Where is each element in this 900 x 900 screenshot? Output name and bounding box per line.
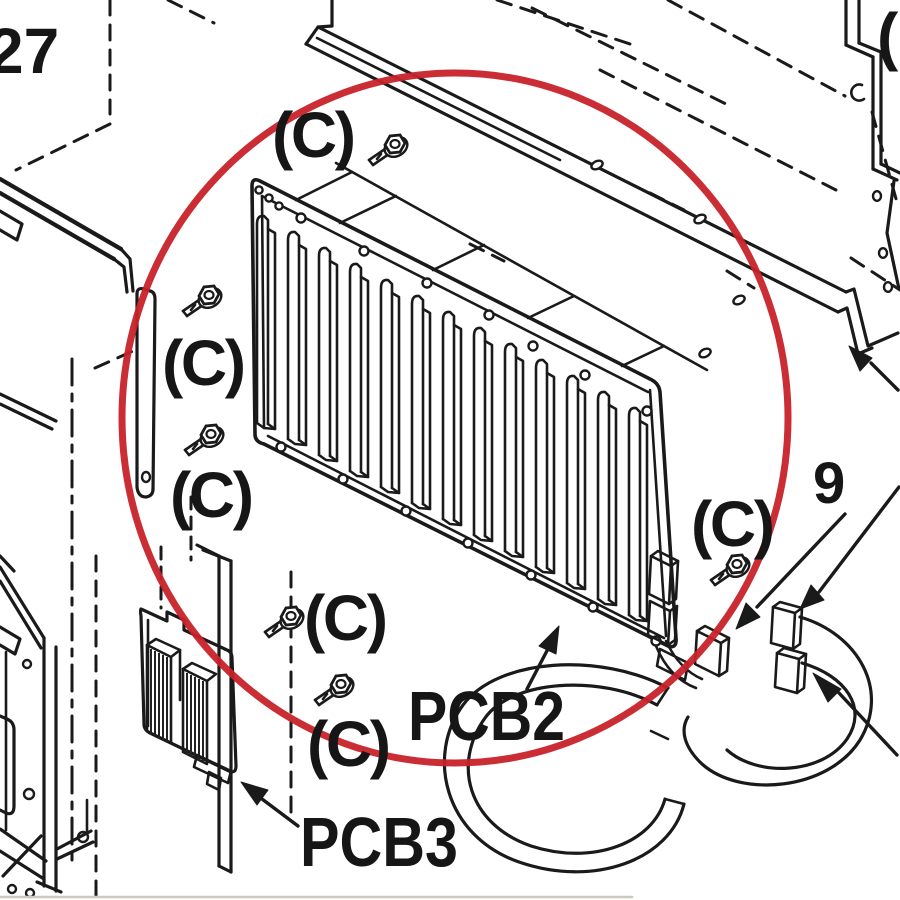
callout-c-5: (C) xyxy=(307,708,391,780)
mounting-strip xyxy=(135,286,157,499)
chassis-tab xyxy=(0,209,24,242)
screw-icon xyxy=(367,131,413,167)
screw-icon xyxy=(183,421,229,457)
panel-hole xyxy=(850,83,866,102)
chassis-angle-bar xyxy=(0,176,124,252)
mounting-rail xyxy=(304,0,900,356)
pcb3-connector-pins xyxy=(150,649,168,742)
chassis-bottom-left xyxy=(0,554,634,899)
callout-c-2: (C) xyxy=(162,327,246,399)
ribbon-cable-loop xyxy=(442,663,686,874)
label-pcb3: PCB3 xyxy=(300,803,458,881)
cable-connector xyxy=(773,646,808,695)
callout-c-6: (C) xyxy=(691,488,775,560)
hidden-panel-dashed xyxy=(495,0,900,292)
backplane-pcb2 xyxy=(250,178,731,682)
hidden-edge-dashed xyxy=(14,122,112,172)
chassis-left-background xyxy=(0,0,216,900)
cable-connector xyxy=(769,600,804,651)
highlight-circle xyxy=(118,69,792,767)
cables xyxy=(442,600,873,874)
screw-icon xyxy=(263,603,309,639)
arrow-pcb2 xyxy=(525,625,560,691)
chassis-right-panel xyxy=(844,0,900,294)
arrow-pcb3 xyxy=(240,781,300,828)
screw-icon xyxy=(181,282,227,318)
callout-c-3: (C) xyxy=(170,459,254,531)
label-top-right-partial: (C xyxy=(877,0,900,72)
backplane-flange xyxy=(294,161,756,372)
label-ref-27: 27 xyxy=(0,15,59,87)
pcb3-connector-pins xyxy=(186,673,204,763)
label-pcb2: PCB2 xyxy=(408,677,565,755)
arrow-ref9 xyxy=(735,512,847,630)
pcb2-mounting-holes xyxy=(254,185,662,647)
hidden-edge-dashed xyxy=(166,0,216,25)
arrow-cable-upper xyxy=(799,485,900,610)
ribbon-cable-loop xyxy=(682,615,873,787)
label-ref-9: 9 xyxy=(813,451,845,516)
pcb3-assembly xyxy=(138,495,293,874)
pcb2-corner-connectors xyxy=(646,549,731,682)
arrow-cable-lower xyxy=(812,672,899,757)
callout-c-1: (C) xyxy=(272,99,356,171)
chassis-angle-bar xyxy=(0,190,117,262)
screw-icon xyxy=(313,671,359,707)
arrow-rail xyxy=(848,345,900,392)
pcb2-panel-outline xyxy=(250,178,678,649)
callout-c-4: (C) xyxy=(304,582,388,654)
pcb3-board xyxy=(138,607,238,792)
